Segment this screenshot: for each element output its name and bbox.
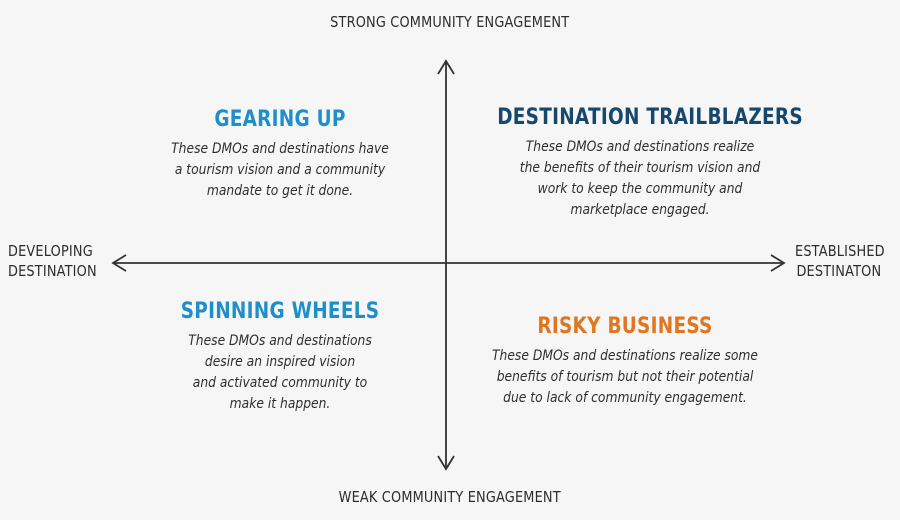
quadrant-description: These DMOs and destinations realize some… (475, 346, 774, 409)
axis-label-bottom: WEAK COMMUNITY ENGAGEMENT (338, 488, 561, 506)
quadrant-spinning-wheels: SPINNING WHEELS These DMOs and destinati… (140, 299, 420, 415)
description-line: mandate to get it done. (206, 183, 354, 199)
axis-label-right-line: DESTINATON (796, 262, 882, 280)
description-line: due to lack of community engagement. (503, 390, 747, 406)
quadrant-description: These DMOs and destinations desire an in… (157, 331, 403, 415)
quadrant-title: DESTINATION TRAILBLAZERS (497, 105, 803, 130)
description-line: These DMOs and destinations have (171, 141, 389, 157)
description-line: marketplace engaged. (570, 202, 710, 218)
axis-label-right: ESTABLISHED DESTINATON (795, 241, 885, 281)
quadrant-destination-trailblazers: DESTINATION TRAILBLAZERS These DMOs and … (470, 105, 810, 221)
description-line: These DMOs and destinations realize (525, 139, 755, 155)
description-line: desire an inspired vision (204, 354, 356, 370)
axis-label-left-line: DEVELOPING (8, 242, 93, 260)
description-line: and activated community to (192, 375, 368, 391)
quadrant-title: GEARING UP (214, 107, 346, 132)
description-line: the benefits of their tourism vision and (519, 160, 761, 176)
axis-label-top: STRONG COMMUNITY ENGAGEMENT (330, 13, 570, 31)
quadrant-description: These DMOs and destinations realize the … (490, 137, 789, 221)
arrow-down-icon (437, 455, 455, 471)
description-line: work to keep the community and (537, 181, 743, 197)
quadrant-title: SPINNING WHEELS (180, 299, 380, 324)
quadrant-description: These DMOs and destinations have a touri… (157, 139, 403, 202)
quadrant-gearing-up: GEARING UP These DMOs and destinations h… (140, 107, 420, 202)
arrow-left-icon (111, 254, 127, 272)
axis-label-left-line: DESTINATION (8, 262, 97, 280)
description-line: benefits of tourism but not their potent… (496, 369, 754, 385)
quadrant-risky-business: RISKY BUSINESS These DMOs and destinatio… (455, 314, 795, 409)
arrow-right-icon (770, 254, 786, 272)
description-line: make it happen. (229, 396, 331, 412)
axis-label-right-line: ESTABLISHED (795, 242, 885, 260)
description-line: These DMOs and destinations realize some (492, 348, 758, 364)
quadrant-title: RISKY BUSINESS (537, 314, 713, 339)
axis-label-left: DEVELOPING DESTINATION (8, 241, 97, 281)
description-line: a tourism vision and a community (174, 162, 386, 178)
description-line: These DMOs and destinations (188, 333, 372, 349)
arrow-up-icon (437, 59, 455, 75)
